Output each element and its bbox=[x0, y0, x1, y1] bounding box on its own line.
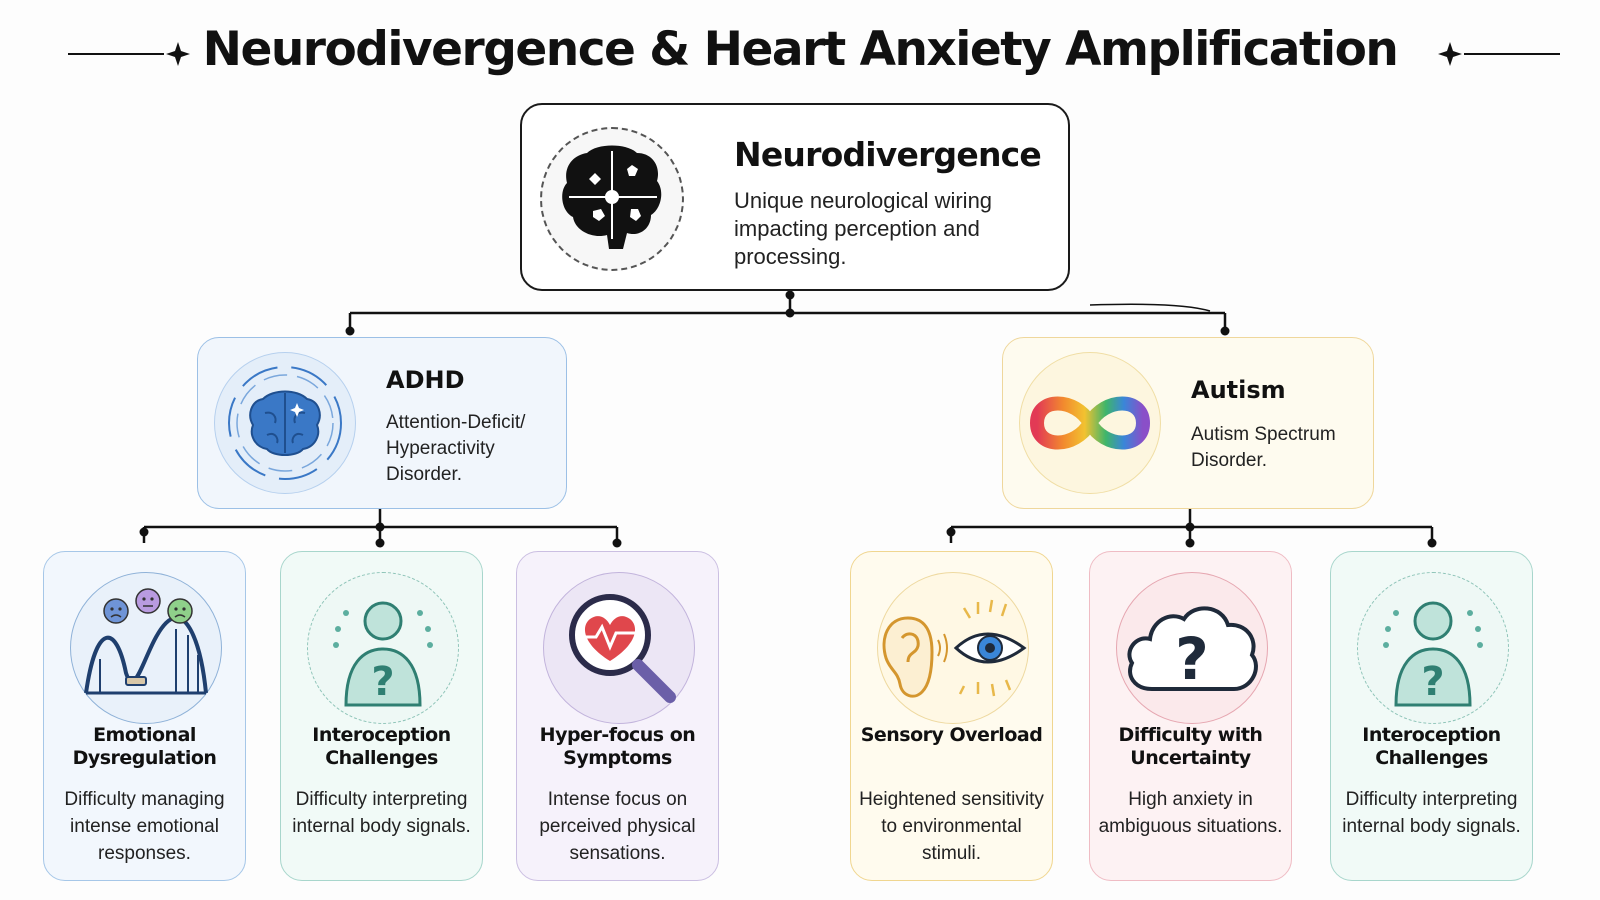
leaf-icon-disc: ? bbox=[307, 572, 459, 724]
rainbow-infinity-icon bbox=[1029, 396, 1151, 450]
title-ornament-left-icon bbox=[68, 42, 190, 66]
leaf-description: Intense focus on perceived physical sens… bbox=[539, 789, 696, 864]
leaf-title: Emotional Dysregulation bbox=[72, 724, 217, 769]
leaf-icon-disc bbox=[877, 572, 1029, 724]
leaf-icon-disc: ? bbox=[1116, 572, 1268, 724]
title-ornament-right-icon bbox=[1438, 42, 1560, 66]
leaf-emotional-dysregulation: Emotional Dysregulation Difficulty manag… bbox=[43, 551, 246, 881]
adhd-description: Attention-Deficit/ Hyperactivity Disorde… bbox=[386, 412, 526, 485]
root-description: Unique neurological wiring impacting per… bbox=[734, 188, 993, 269]
autism-description: Autism Spectrum Disorder. bbox=[1191, 424, 1336, 471]
ear-eye-icon bbox=[882, 599, 1027, 698]
svg-text:?: ? bbox=[1175, 625, 1209, 693]
leaf-interoception-challenges-autism: ? Interoception Challenges Difficulty in… bbox=[1330, 551, 1533, 881]
leaf-icon-disc bbox=[70, 572, 222, 724]
leaf-title: Sensory Overload bbox=[860, 724, 1043, 746]
leaf-icon-disc: ? bbox=[1357, 572, 1509, 724]
leaf-title: Difficulty with Uncertainty bbox=[1118, 724, 1263, 769]
adhd-icon-disc bbox=[214, 352, 356, 494]
svg-text:?: ? bbox=[371, 659, 394, 705]
leaf-title: Hyper-focus on Symptoms bbox=[539, 724, 696, 769]
autism-icon-disc bbox=[1019, 352, 1161, 494]
leaf-interoception-challenges-adhd: ? Interoception Challenges Difficulty in… bbox=[280, 551, 483, 881]
root-icon-disc bbox=[540, 127, 684, 271]
leaf-title: Interoception Challenges bbox=[1362, 724, 1501, 769]
branch-node-autism: Autism Autism Spectrum Disorder. bbox=[1002, 337, 1374, 509]
puzzle-brain-icon bbox=[562, 145, 662, 249]
svg-text:?: ? bbox=[1421, 659, 1444, 705]
cloud-question-icon: ? bbox=[1127, 606, 1258, 693]
emotion-rollercoaster-icon bbox=[84, 588, 208, 695]
leaf-icon-disc bbox=[543, 572, 695, 724]
adhd-title: ADHD bbox=[386, 366, 465, 394]
person-question-icon: ? bbox=[333, 601, 433, 707]
magnifier-heart-icon bbox=[569, 594, 676, 703]
branch-node-adhd: ADHD Attention-Deficit/ Hyperactivity Di… bbox=[197, 337, 567, 509]
leaf-difficulty-with-uncertainty: ? Difficulty with Uncertainty High anxie… bbox=[1089, 551, 1292, 881]
glowing-brain-icon bbox=[228, 366, 342, 480]
leaf-sensory-overload: Sensory Overload Heightened sensitivity … bbox=[850, 551, 1053, 881]
leaf-description: Difficulty interpreting internal body si… bbox=[292, 789, 471, 837]
leaf-description: Difficulty managing intense emotional re… bbox=[64, 789, 225, 864]
autism-title: Autism bbox=[1191, 376, 1286, 404]
root-title: Neurodivergence bbox=[734, 135, 1042, 174]
page-title: Neurodivergence & Heart Anxiety Amplific… bbox=[202, 22, 1399, 77]
leaf-hyper-focus-on-symptoms: Hyper-focus on Symptoms Intense focus on… bbox=[516, 551, 719, 881]
person-question-icon: ? bbox=[1383, 601, 1483, 707]
leaf-description: High anxiety in ambiguous situations. bbox=[1098, 789, 1283, 837]
leaf-title: Interoception Challenges bbox=[312, 724, 451, 769]
leaf-description: Heightened sensitivity to environmental … bbox=[859, 789, 1044, 864]
root-node-neurodivergence: Neurodivergence Unique neurological wiri… bbox=[520, 103, 1070, 291]
leaf-description: Difficulty interpreting internal body si… bbox=[1342, 789, 1521, 837]
